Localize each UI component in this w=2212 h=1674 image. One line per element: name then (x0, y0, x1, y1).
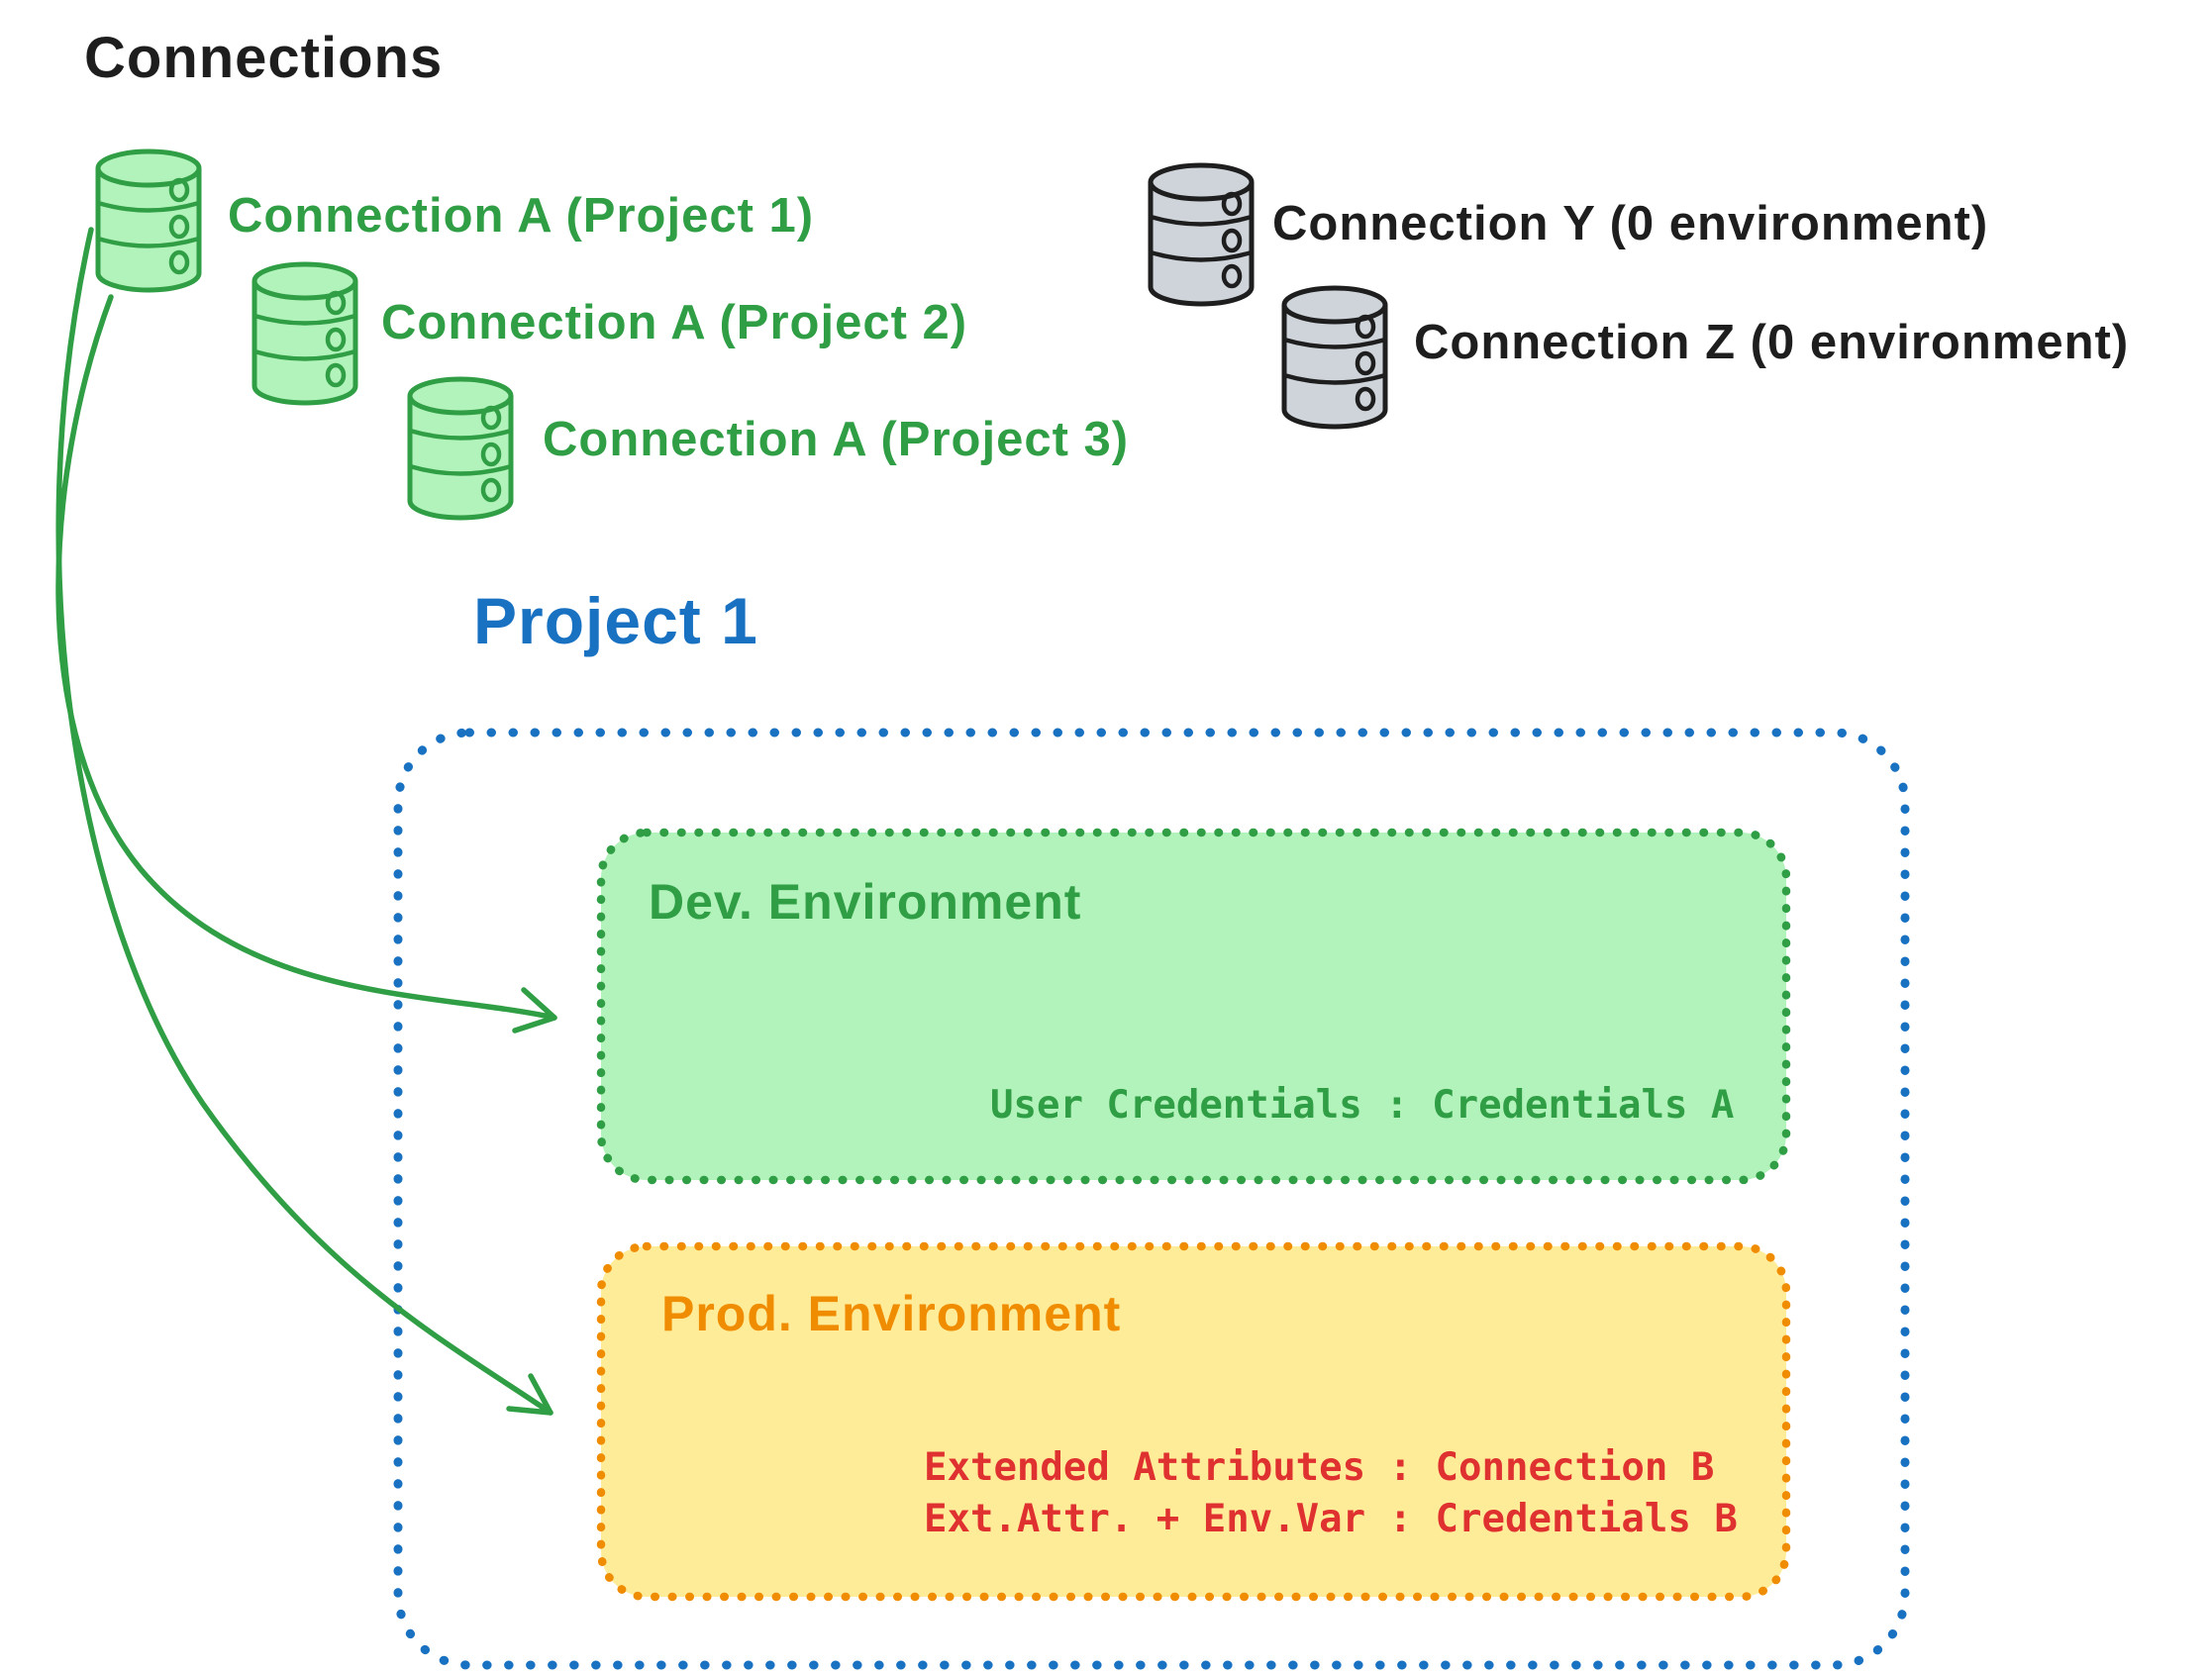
connections-title: Connections (84, 26, 444, 90)
prod-environment-title: Prod. Environment (661, 1286, 1122, 1341)
arrow-to-dev-environment (55, 294, 557, 1034)
project1-title: Project 1 (473, 584, 758, 657)
connection-y-label: Connection Y (0 environment) (1272, 197, 1989, 250)
dev-environment-title: Dev. Environment (649, 874, 1082, 930)
database-icon-connection-z (1284, 288, 1385, 427)
dev-environment-box (596, 828, 1791, 1185)
database-icon-connection-y (1151, 165, 1252, 304)
database-icon-connection-a-project2 (254, 264, 355, 403)
prod-extattr-envvar-mapping: Ext.Attr. + Env.Var : Credentials B (924, 1497, 1738, 1541)
connection-z-label: Connection Z (0 environment) (1414, 316, 2130, 369)
connection-a-project1-label: Connection A (Project 1) (228, 189, 815, 243)
connection-a-project2-label: Connection A (Project 2) (381, 296, 968, 349)
connection-a-project3-label: Connection A (Project 3) (543, 413, 1130, 466)
database-icon-connection-a-project3 (410, 379, 511, 518)
project1-box (393, 728, 1910, 1670)
arrow-to-prod-environment (55, 227, 553, 1416)
dev-credentials-mapping: User Credentials : Credentials A (990, 1083, 1735, 1128)
database-icon-connection-a-project1 (98, 151, 199, 290)
prod-environment-box (596, 1241, 1791, 1602)
prod-extended-attributes-mapping: Extended Attributes : Connection B (924, 1445, 1715, 1490)
